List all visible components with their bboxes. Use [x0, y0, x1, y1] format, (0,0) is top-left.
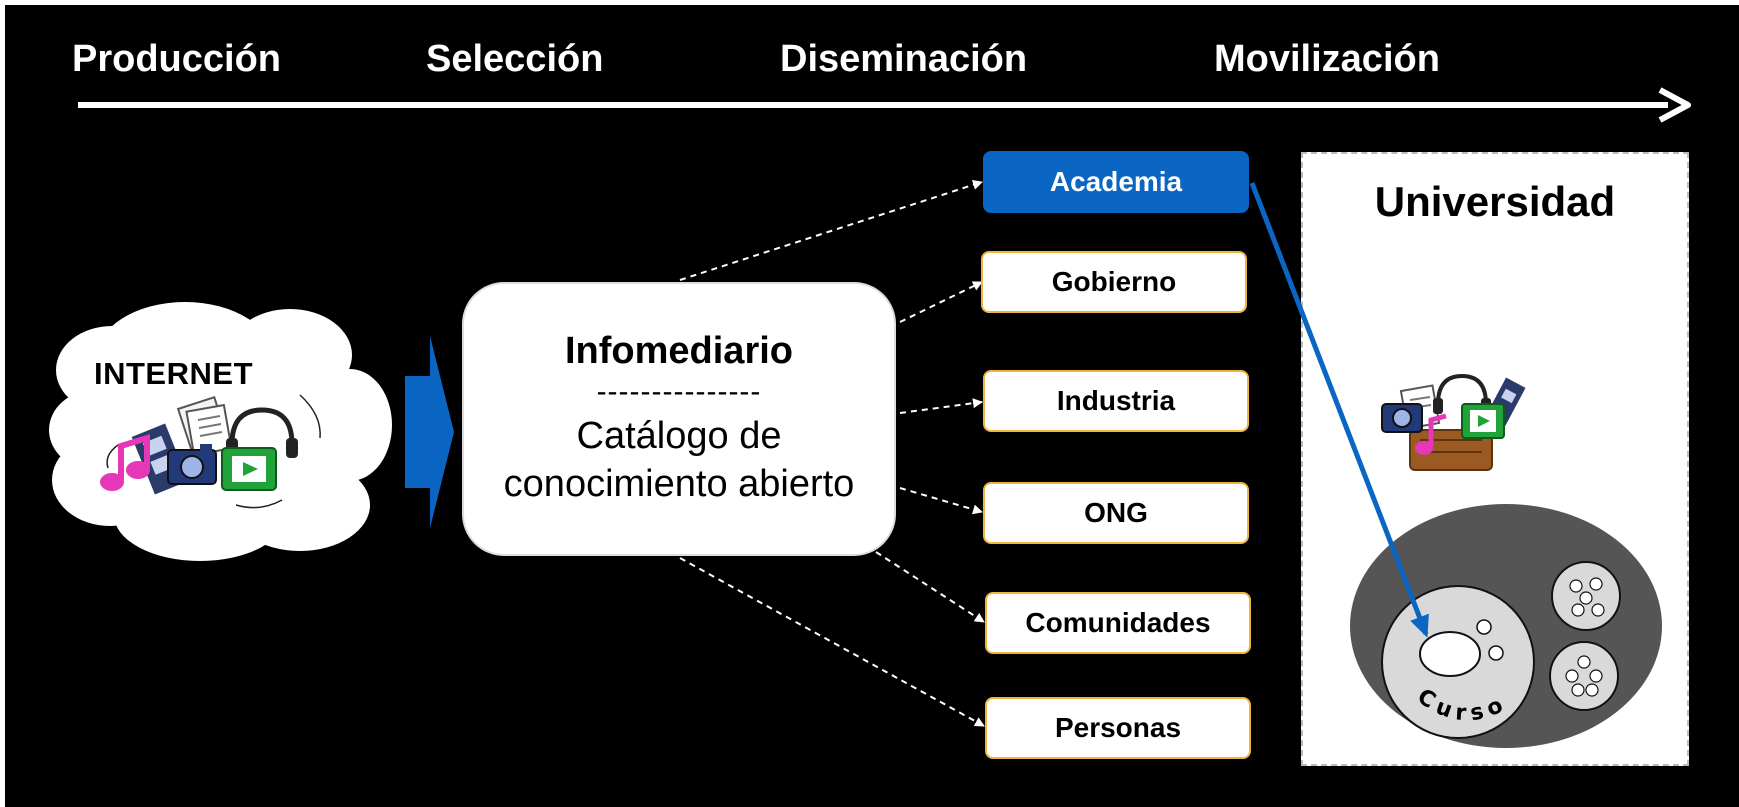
stakeholder-academia: Academia — [983, 151, 1249, 213]
connector-ong — [899, 487, 983, 515]
university-title: Universidad — [1374, 178, 1616, 225]
stage-movilizacion: Movilización — [1214, 38, 1440, 80]
timeline-arrow — [78, 87, 1691, 123]
stage-diseminacion: Diseminación — [780, 38, 1028, 80]
infomediary-description-line1: Catálogo de — [576, 415, 782, 458]
music-note-icon — [100, 433, 150, 491]
connector-industria — [899, 398, 983, 414]
infomediary-box: Infomediario --------------- Catálogo de… — [462, 282, 896, 556]
internet-media-icons — [100, 395, 298, 495]
camera-icon — [167, 444, 217, 485]
infomediary-description-line2: conocimiento abierto — [503, 462, 855, 505]
university-panel: Universidad — [1301, 152, 1689, 766]
infomediary-title: Infomediario — [564, 329, 794, 372]
dissemination-connectors — [679, 180, 985, 727]
stakeholder-industria: Industria — [983, 370, 1249, 432]
connector-academia — [679, 180, 983, 281]
stakeholder-comunidades: Comunidades — [985, 592, 1251, 654]
connector-personas — [679, 557, 985, 727]
stage-seleccion: Selección — [426, 38, 604, 80]
stage-produccion: Producción — [72, 38, 282, 80]
video-play-icon — [221, 447, 277, 491]
stakeholder-gobierno: Gobierno — [981, 251, 1247, 313]
internet-label: INTERNET — [94, 356, 253, 391]
stakeholder-ong: ONG — [983, 482, 1249, 544]
flow-arrow — [405, 336, 454, 528]
infomediary-separator: --------------- — [596, 375, 762, 409]
stakeholder-personas: Personas — [985, 697, 1251, 759]
connector-gobierno — [899, 281, 983, 323]
